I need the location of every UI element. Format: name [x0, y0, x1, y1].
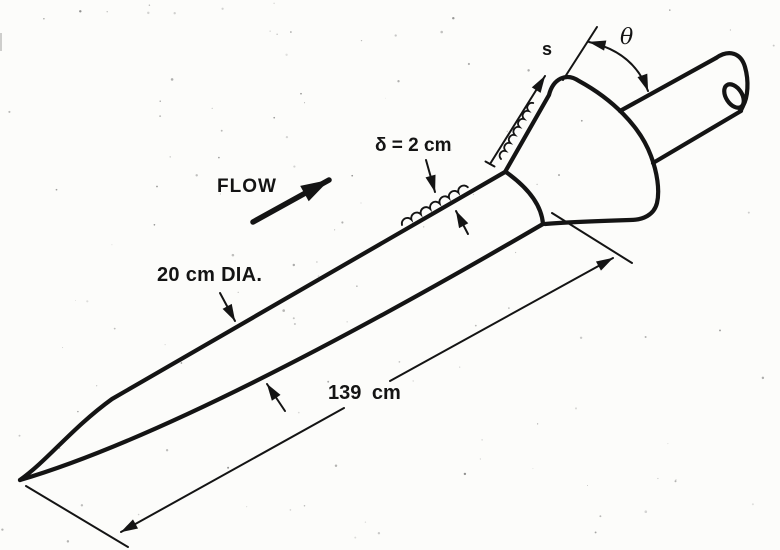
flow-arrow — [250, 177, 332, 225]
body-upper-outline — [17, 169, 508, 483]
delta-leader-arrow — [425, 159, 436, 193]
s-direction-arrow — [489, 75, 546, 165]
body-lower-outline — [17, 221, 546, 483]
flare-outline — [502, 75, 661, 227]
sting-top-edge — [617, 55, 719, 114]
flare-base-rim-arc — [503, 169, 546, 227]
flare-edge-extension-line — [562, 26, 598, 81]
length-dimension-line-left — [120, 407, 345, 533]
theta-angle-arrow — [588, 40, 649, 92]
nose-extension-line — [25, 485, 129, 548]
boundary-layer-squiggle-body — [400, 184, 469, 226]
length-label: 139 cm — [328, 382, 401, 404]
flow-label: FLOW — [217, 176, 277, 197]
boundary-layer-squiggle-flare — [498, 101, 535, 160]
length-dimension-line-right — [389, 257, 614, 382]
arc-length-label: s — [542, 39, 553, 59]
delta-surface-arrow — [455, 210, 469, 235]
diameter-label: 20 cm DIA. — [157, 264, 263, 286]
boundary-layer-label: δ = 2 cm — [375, 135, 452, 156]
flare-angle-label: θ — [620, 25, 634, 50]
sting-end-face — [722, 82, 746, 110]
sting-end-cap — [713, 51, 750, 114]
diameter-lower-arrow — [266, 383, 286, 412]
speckle-noise — [1, 2, 775, 543]
scan-edge-smudge — [0, 33, 2, 51]
sting-bottom-edge — [650, 108, 744, 166]
diameter-leader-arrow — [219, 292, 236, 322]
s-arrow-base-tick — [484, 160, 496, 168]
